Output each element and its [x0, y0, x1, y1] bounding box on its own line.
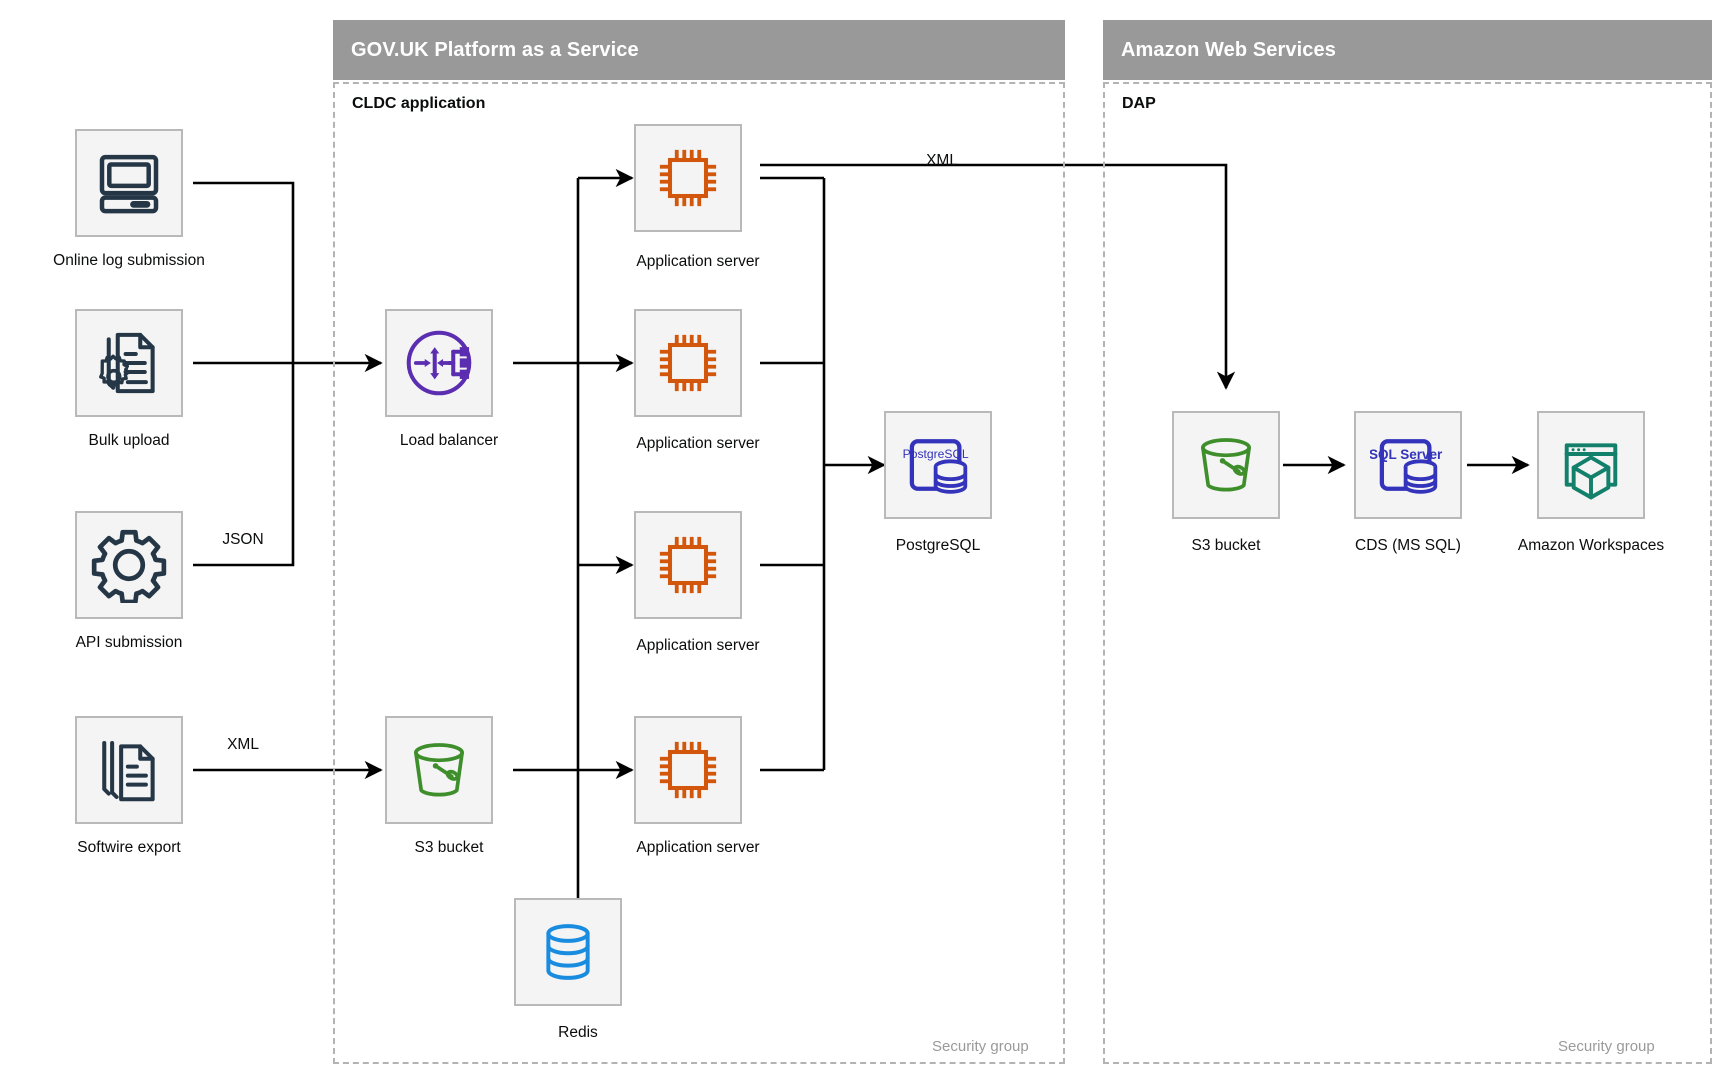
cpu-chip-icon — [652, 327, 724, 399]
node-load-balancer[interactable] — [385, 309, 493, 417]
node-label-online-log-submission: Online log submission — [53, 252, 205, 269]
node-paas-s3-bucket[interactable] — [385, 716, 493, 824]
load-balancer-icon — [401, 325, 477, 401]
edge-label-appserver-xml: XML — [926, 152, 958, 169]
node-api-submission[interactable] — [75, 511, 183, 619]
security-group-label-aws: Security group — [1558, 1038, 1655, 1055]
sql-server-icon: SQL Server — [1370, 427, 1446, 503]
node-label-softwire-export: Softwire export — [77, 839, 181, 856]
node-label-paas-s3-bucket: S3 bucket — [414, 839, 484, 856]
node-postgresql[interactable]: PostgreSQL — [884, 411, 992, 519]
node-online-log-submission[interactable] — [75, 129, 183, 237]
gear-icon — [91, 527, 167, 603]
node-amazon-workspaces[interactable] — [1537, 411, 1645, 519]
node-aws-s3-bucket[interactable] — [1172, 411, 1280, 519]
node-bulk-upload[interactable] — [75, 309, 183, 417]
node-app-server-4[interactable] — [634, 716, 742, 824]
node-label-aws-s3-bucket: S3 bucket — [1191, 537, 1261, 554]
node-label-load-balancer: Load balancer — [399, 432, 499, 449]
documents-stack-icon — [93, 734, 165, 806]
edge-label-api-json: JSON — [222, 531, 264, 548]
cpu-chip-icon — [652, 142, 724, 214]
dashed-region-aws — [1103, 82, 1712, 1064]
security-group-label-paas: Security group — [932, 1038, 1029, 1055]
node-label-app-server-4: Application server — [636, 839, 760, 856]
node-app-server-2[interactable] — [634, 309, 742, 417]
node-label-api-submission: API submission — [75, 634, 183, 651]
node-label-cds-ms-sql: CDS (MS SQL) — [1355, 537, 1461, 554]
group-header-aws: Amazon Web Services — [1103, 20, 1712, 80]
cpu-chip-icon — [652, 734, 724, 806]
node-softwire-export[interactable] — [75, 716, 183, 824]
node-app-server-3[interactable] — [634, 511, 742, 619]
node-label-postgresql: PostgreSQL — [895, 537, 981, 554]
edge-label-softwire-xml: XML — [227, 736, 259, 753]
svg-text:PostgreSQL: PostgreSQL — [903, 447, 969, 461]
node-app-server-1[interactable] — [634, 124, 742, 232]
amazon-workspaces-icon — [1554, 428, 1628, 502]
s3-bucket-icon — [402, 733, 476, 807]
svg-text:SQL Server: SQL Server — [1370, 447, 1443, 462]
node-label-amazon-workspaces: Amazon Workspaces — [1517, 537, 1665, 554]
node-redis[interactable] — [514, 898, 622, 1006]
s3-bucket-icon — [1189, 428, 1263, 502]
subgroup-title-dap: DAP — [1122, 95, 1156, 112]
node-cds-ms-sql[interactable]: SQL Server — [1354, 411, 1462, 519]
node-label-redis: Redis — [558, 1024, 598, 1041]
document-gear-icon — [93, 327, 165, 399]
node-label-app-server-3: Application server — [636, 637, 760, 654]
node-label-app-server-1: Application server — [636, 253, 760, 270]
dashed-region-paas — [333, 82, 1065, 1064]
postgresql-icon: PostgreSQL — [900, 427, 976, 503]
node-label-bulk-upload: Bulk upload — [88, 432, 170, 449]
subgroup-title-cldc: CLDC application — [352, 95, 486, 112]
database-cylinder-icon — [531, 915, 605, 989]
desktop-computer-icon — [93, 147, 165, 219]
cpu-chip-icon — [652, 529, 724, 601]
group-header-paas: GOV.UK Platform as a Service — [333, 20, 1065, 80]
node-label-app-server-2: Application server — [636, 435, 760, 452]
